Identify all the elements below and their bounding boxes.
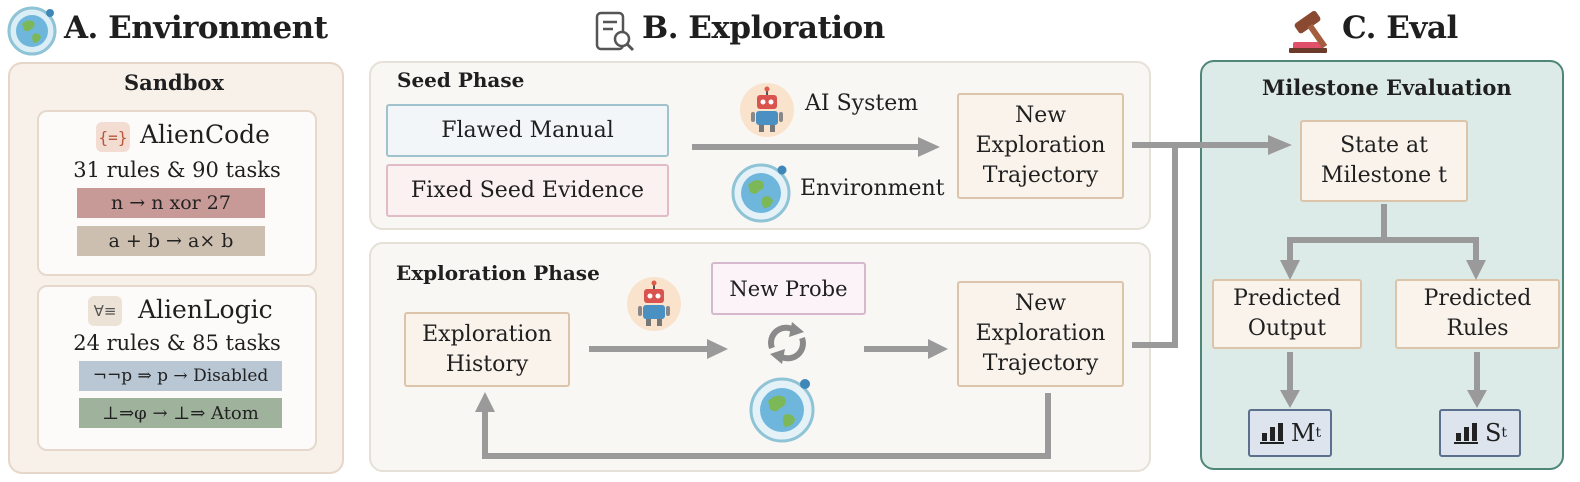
alienlogic-name: AlienLogic xyxy=(138,295,273,324)
arrow-feedback-loop xyxy=(482,393,1051,459)
seed-phase-label: Seed Phase xyxy=(397,68,525,92)
state-line-1: State at xyxy=(1340,133,1428,158)
expl-trajectory-line-3: Trajectory xyxy=(982,351,1099,376)
refresh-icon xyxy=(758,320,816,366)
logic-icon: ∀≡ xyxy=(88,296,122,326)
code-braces-icon: {=} xyxy=(96,122,130,152)
predicted-output-line-2: Output xyxy=(1247,316,1327,341)
alienlogic-rule-2: ⊥⇒φ → ⊥⇒ Atom xyxy=(79,398,282,428)
globe-icon xyxy=(6,4,58,56)
metric-m-label: M xyxy=(1290,419,1316,447)
metric-m-sub: t xyxy=(1315,425,1322,441)
state-line-2: Milestone t xyxy=(1320,163,1448,188)
new-probe-box: New Probe xyxy=(711,262,866,315)
bar-chart-icon xyxy=(1453,423,1478,444)
environment-title: A. Environment xyxy=(64,10,328,46)
predicted-rules-line-1: Predicted xyxy=(1423,286,1532,311)
aliencode-name: AlienCode xyxy=(140,120,270,149)
globe-icon xyxy=(747,374,817,444)
ai-system-label: AI System xyxy=(805,91,919,116)
exploration-trajectory-box: New Exploration Trajectory xyxy=(957,281,1124,387)
seed-trajectory-box: New Exploration Trajectory xyxy=(957,93,1124,199)
seed-trajectory-line-1: New xyxy=(1014,103,1067,128)
exploration-history-box: Exploration History xyxy=(404,312,570,387)
expl-trajectory-line-1: New xyxy=(1014,291,1067,316)
seed-trajectory-line-2: Exploration xyxy=(975,133,1106,158)
seed-trajectory-line-3: Trajectory xyxy=(982,163,1099,188)
predicted-output-box: Predicted Output xyxy=(1212,279,1362,349)
history-line-1: Exploration xyxy=(422,321,552,347)
gavel-icon xyxy=(1283,6,1339,54)
eval-title: C. Eval xyxy=(1342,10,1458,46)
aliencode-stats: 31 rules & 90 tasks xyxy=(73,158,281,182)
state-at-milestone-box: State at Milestone t xyxy=(1300,120,1468,202)
sandbox-label: Sandbox xyxy=(124,70,224,95)
exploration-title: B. Exploration xyxy=(642,10,885,46)
environment-label: Environment xyxy=(800,176,945,201)
aliencode-rule-2: a + b → a× b xyxy=(77,226,265,256)
robot-icon xyxy=(626,276,682,332)
globe-icon xyxy=(729,160,793,224)
predicted-rules-line-2: Rules xyxy=(1446,316,1509,341)
arrow-explore-out xyxy=(1132,142,1270,348)
search-document-icon xyxy=(594,10,636,54)
alienlogic-stats: 24 rules & 85 tasks xyxy=(73,331,281,355)
predicted-rules-box: Predicted Rules xyxy=(1395,279,1560,349)
aliencode-rule-1: n → n xor 27 xyxy=(77,188,265,218)
alienlogic-rule-1: ¬¬p ⇒ p → Disabled xyxy=(79,361,282,391)
expl-trajectory-line-2: Exploration xyxy=(975,321,1106,346)
metric-s-label: S xyxy=(1484,419,1502,447)
bar-chart-icon xyxy=(1259,423,1284,444)
robot-icon xyxy=(739,82,795,138)
predicted-output-line-1: Predicted xyxy=(1233,286,1341,311)
fixed-seed-evidence-box: Fixed Seed Evidence xyxy=(386,164,669,217)
metric-s-sub: t xyxy=(1501,425,1508,441)
arrow-milestone-split xyxy=(1287,204,1387,262)
exploration-phase-label: Exploration Phase xyxy=(396,261,600,285)
milestone-evaluation-label: Milestone Evaluation xyxy=(1262,75,1512,100)
flawed-manual-box: Flawed Manual xyxy=(386,104,669,157)
history-line-2: History xyxy=(445,351,529,377)
arrow-milestone-split-right xyxy=(1384,237,1479,262)
